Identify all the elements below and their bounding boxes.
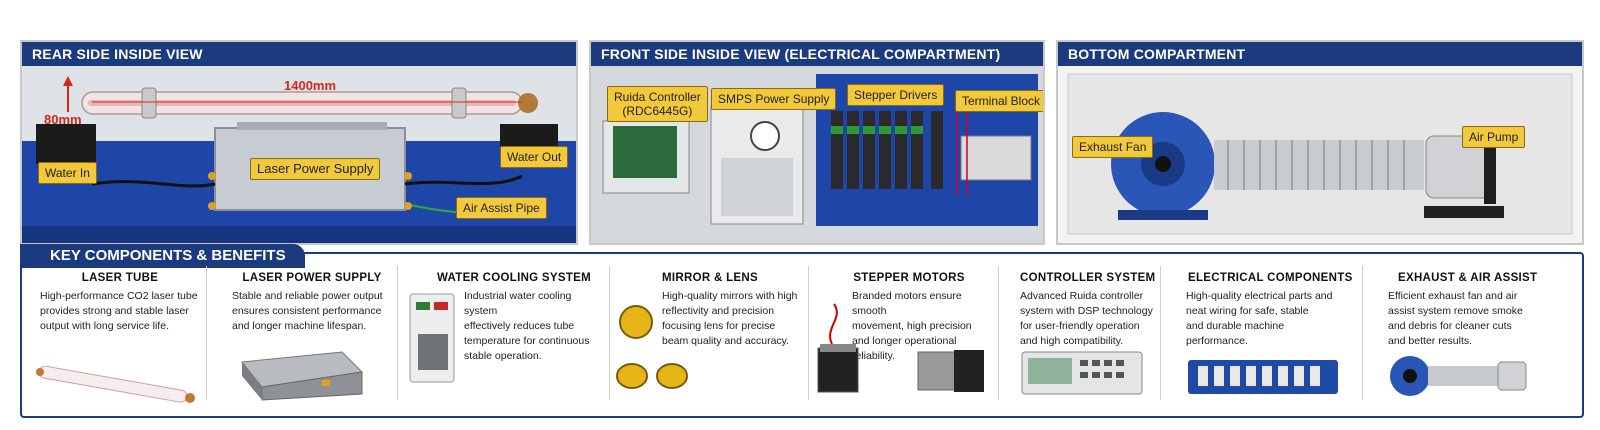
air-assist-label: Air Assist Pipe	[456, 197, 547, 219]
stepper-motor-image	[817, 303, 984, 393]
stepper-drivers-label: Stepper Drivers	[847, 84, 945, 106]
component-stepper-motors: STEPPER MOTORS Branded motors ensure smo…	[814, 272, 998, 412]
component-description: High-performance CO2 laser tube provides…	[40, 290, 198, 332]
component-mirror-lens: MIRROR & LENS High-quality mirrors with …	[614, 272, 806, 412]
component-electrical: ELECTRICAL COMPONENTS High-quality elect…	[1180, 272, 1360, 412]
component-description: Advanced Ruida controller system with DS…	[1020, 290, 1153, 347]
ruida-controller-label: Ruida Controller (RDC6445G)	[607, 86, 708, 122]
rear-panel-title: REAR SIDE INSIDE VIEW	[22, 42, 576, 66]
divider	[1362, 266, 1363, 400]
component-description: High-quality electrical parts and neat w…	[1186, 290, 1333, 347]
component-title: MIRROR & LENS	[662, 272, 758, 284]
front-panel-photo: Ruida Controller (RDC6445G) SMPS Power S…	[591, 66, 1043, 243]
front-panel-title: FRONT SIDE INSIDE VIEW (ELECTRICAL COMPA…	[591, 42, 1043, 66]
mirror-lens-image	[616, 305, 688, 389]
rear-side-panel: REAR SIDE INSIDE VIEW	[20, 40, 578, 245]
power-supply-image	[241, 351, 364, 401]
smps-label: SMPS Power Supply	[711, 88, 837, 110]
exhaust-assembly-image	[1390, 356, 1527, 396]
component-description: High-quality mirrors with high reflectiv…	[662, 290, 798, 347]
component-description: Efficient exhaust fan and air assist sys…	[1388, 290, 1523, 347]
tube-length-dimension: 1400mm	[284, 78, 337, 93]
divider	[397, 266, 398, 400]
ruida-controller-label-line2: (RDC6445G)	[622, 104, 693, 118]
bottom-panel-title: BOTTOM COMPARTMENT	[1058, 42, 1582, 66]
bottom-compartment-panel: BOTTOM COMPARTMENT Exhau	[1056, 40, 1584, 245]
terminal-block-label: Terminal Block	[955, 90, 1043, 112]
laser-tube-image	[36, 366, 195, 403]
divider	[206, 266, 207, 400]
water-chiller-image	[409, 293, 455, 383]
component-laser-power-supply: LASER POWER SUPPLY Stable and reliable p…	[232, 272, 392, 412]
tube-diameter-dimension: 80mm	[44, 112, 82, 127]
water-in-label: Water In	[38, 162, 97, 184]
rear-panel-photo: 1400mm 80mm Water In Laser Power Supply …	[22, 66, 576, 243]
component-exhaust-air: EXHAUST & AIR ASSIST Efficient exhaust f…	[1382, 272, 1578, 412]
component-title: STEPPER MOTORS	[853, 272, 965, 284]
component-title: WATER COOLING SYSTEM	[436, 272, 591, 284]
component-description: Branded motors ensure smooth movement, h…	[852, 290, 972, 362]
air-pump-label: Air Pump	[1462, 126, 1526, 148]
component-description: Industrial water cooling system effectiv…	[464, 290, 590, 362]
front-side-panel: FRONT SIDE INSIDE VIEW (ELECTRICAL COMPA…	[589, 40, 1045, 245]
component-laser-tube: LASER TUBE High-performance CO2 laser tu…	[36, 272, 200, 412]
divider	[1160, 266, 1161, 400]
component-water-cooling: WATER COOLING SYSTEM Industrial water co…	[404, 272, 604, 412]
ruida-controller-label-line1: Ruida Controller	[614, 90, 701, 104]
divider	[609, 266, 610, 400]
component-controller-system: CONTROLLER SYSTEM Advanced Ruida control…	[1014, 272, 1162, 412]
component-description: Stable and reliable power output ensures…	[232, 290, 383, 332]
divider	[998, 266, 999, 400]
component-title: ELECTRICAL COMPONENTS	[1188, 272, 1353, 284]
bottom-panel-photo: Exhaust Fan Air Pump	[1058, 66, 1582, 243]
component-title: LASER POWER SUPPLY	[242, 272, 382, 284]
divider	[808, 266, 809, 400]
water-out-label: Water Out	[500, 146, 569, 168]
power-supply-label: Laser Power Supply	[250, 158, 381, 180]
component-title: LASER TUBE	[81, 272, 159, 284]
component-title: CONTROLLER SYSTEM	[1020, 272, 1156, 284]
terminal-block-image	[1188, 360, 1338, 394]
exhaust-fan-label: Exhaust Fan	[1072, 136, 1154, 158]
key-components-title: KEY COMPONENTS & BENEFITS	[20, 244, 305, 268]
component-title: EXHAUST & AIR ASSIST	[1398, 272, 1538, 284]
controller-panel-image	[1021, 351, 1143, 395]
